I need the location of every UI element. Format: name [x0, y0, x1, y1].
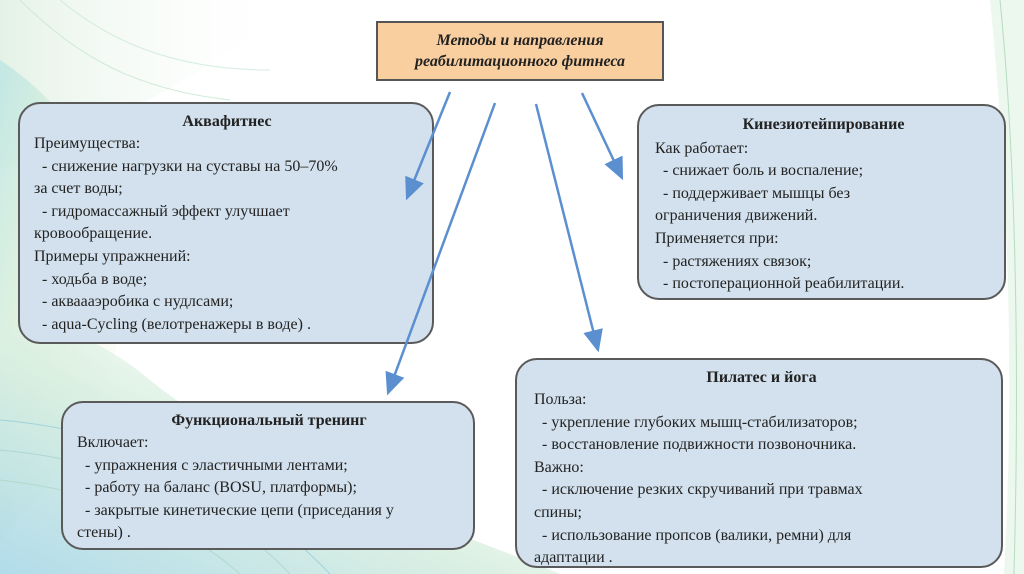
card-functional-training: Функциональный тренинг Включает: - упражн…: [61, 401, 475, 550]
card-text-line: Примеры упражнений:: [34, 247, 191, 265]
card-text-line: Важно:: [534, 458, 584, 476]
card-title: Функциональный тренинг: [171, 412, 367, 429]
card-list-item: - постоперационной реабилитации.: [663, 275, 905, 293]
card-title: Кинезиотейпирование: [742, 116, 905, 133]
card-list-item: - акваааэробика с нудлсами;: [42, 293, 234, 311]
card-title: Пилатес и йога: [706, 369, 817, 386]
card-list-item: - поддерживает мышцы без: [663, 184, 851, 202]
card-text-line: Преимущества:: [34, 135, 141, 152]
card-list-item: - снижение нагрузки на суставы на 50–70%: [42, 157, 338, 175]
card-list-item: - упражнения с эластичными лентами;: [85, 456, 348, 474]
card-pilates-yoga: Пилатес и йога Польза: - укрепление глубо…: [515, 358, 1003, 568]
diagram-title-line1: Методы и направления: [436, 32, 604, 49]
card-text-line: Польза:: [534, 391, 587, 408]
card-list-item: - снижает боль и воспаление;: [663, 162, 864, 180]
card-text-line: Применяется при:: [655, 229, 779, 247]
card-list-item: - исключение резких скручиваний при трав…: [542, 481, 863, 499]
card-list-item: - использование пропсов (валики, ремни) …: [542, 526, 852, 544]
card-list-item: - работу на баланс (BOSU, платформы);: [85, 479, 357, 497]
card-body: Как работает: - снижает боль и воспаление…: [655, 138, 992, 296]
card-body: Включает: - упражнения с эластичными лент…: [77, 432, 461, 545]
card-list-item: - aqua-Cycling (велотренажеры в воде) .: [42, 315, 311, 333]
diagram-title-box: Методы и направления реабилитационного ф…: [376, 21, 664, 81]
card-text-line: кровообращение.: [34, 225, 153, 243]
card-text-line: ограничения движений.: [655, 207, 818, 225]
card-body: Преимущества: - снижение нагрузки на суст…: [34, 133, 420, 336]
card-text-line: Как работает:: [655, 139, 749, 157]
card-aquafitness: Аквафитнес Преимущества: - снижение нагру…: [18, 102, 434, 344]
card-list-item: - растяжениях связок;: [663, 252, 812, 270]
card-text-line: за счет воды;: [34, 180, 123, 198]
card-title: Аквафитнес: [182, 113, 272, 130]
diagram-title-line2: реабилитационного фитнеса: [414, 53, 626, 70]
card-text-line: спины;: [534, 503, 582, 521]
card-list-item: - гидромассажный эффект улучшает: [42, 202, 290, 220]
card-kinesio-taping: Кинезиотейпирование Как работает: - снижа…: [637, 104, 1006, 300]
card-text-line: стены) .: [77, 524, 131, 542]
card-list-item: - ходьба в воде;: [42, 270, 148, 288]
card-list-item: - закрытые кинетические цепи (приседания…: [85, 501, 394, 519]
card-text-line: Включает:: [77, 434, 149, 451]
card-list-item: - укрепление глубоких мышц-стабилизаторо…: [542, 413, 858, 431]
card-list-item: - восстановление подвижности позвоночник…: [542, 436, 857, 454]
card-text-line: адаптации .: [534, 549, 613, 567]
card-body: Польза: - укрепление глубоких мышц-стабил…: [534, 389, 989, 570]
